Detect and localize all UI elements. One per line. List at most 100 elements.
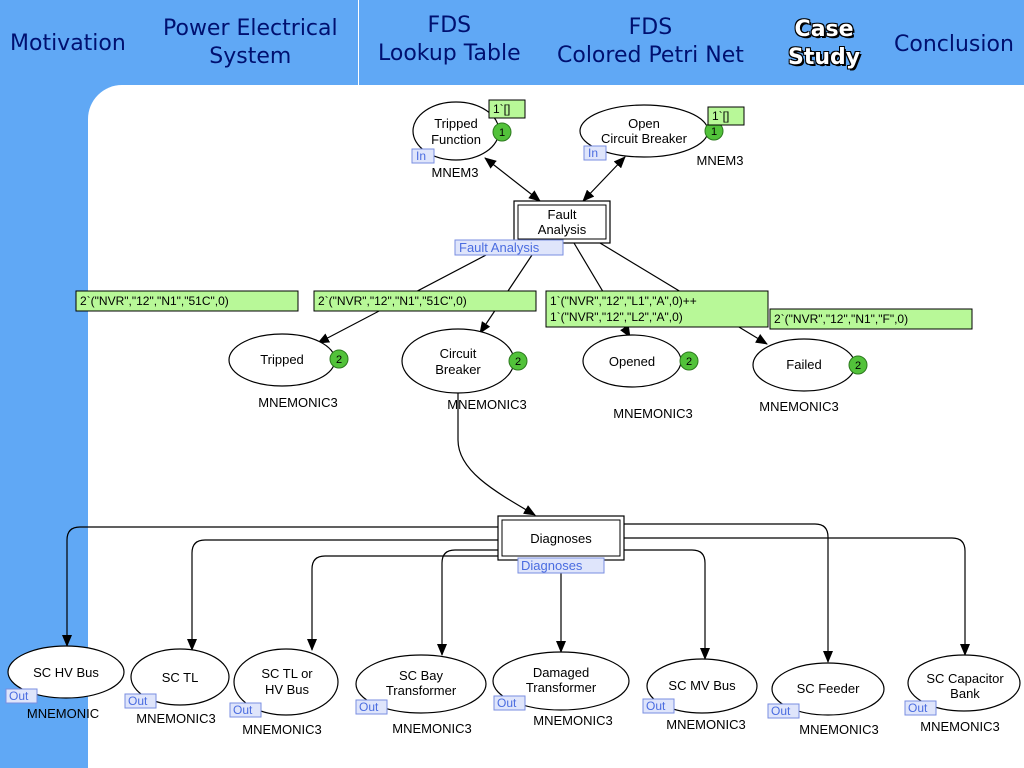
place-sc-feeder[interactable]: SC Feeder Out MNEMONIC3 [767,662,885,737]
transition-label: Fault [548,207,577,222]
nav-item-case-study[interactable]: Case Study [788,16,860,72]
token-box-circuit-breaker: 2`("NVR","12","N1","51C",0) [313,290,537,312]
port-label: In [416,149,426,163]
token-box: 1`[] [488,99,526,119]
nav-item-motivation[interactable]: Motivation [10,30,126,58]
transition-diagnoses[interactable]: Diagnoses Diagnoses [497,515,625,574]
place-label: Circuit [440,346,477,361]
marking-count: 2 [686,356,692,368]
nav-item-power-electrical-system[interactable]: Power Electrical System [163,15,338,71]
marking-count: 2 [515,356,521,368]
port-label: Out [771,704,791,718]
place-label: Tripped [434,116,478,131]
arc-tripped-function-fault-analysis [484,157,541,202]
mnemonic-label: MNEMONIC3 [392,721,471,736]
token-text: 2`("NVR","12","N1","F",0) [774,312,908,326]
place-sc-mv-bus[interactable]: SC MV Bus Out MNEMONIC3 [642,658,758,732]
port-tag-out: Out [642,698,675,714]
place-label: SC Bay [399,668,444,683]
transition-fault-analysis[interactable]: Fault Analysis Fault Analysis [454,200,611,256]
arc-diagnoses-sc-bay [437,549,510,656]
nav-item-fds-colored-petri-net[interactable]: FDS Colored Petri Net [557,14,744,70]
mnemonic-label: MNEMONIC3 [258,395,337,410]
port-label: Out [359,700,379,714]
place-label: Transformer [386,683,457,698]
transition-label: Analysis [538,222,587,237]
place-sc-capacitor-bank[interactable]: SC Capacitor Bank Out MNEMONIC3 [904,654,1021,734]
port-label: Out [128,694,148,708]
place-sc-tl[interactable]: SC TL Out MNEMONIC3 [124,648,230,726]
place-open-circuit-breaker[interactable]: Open Circuit Breaker In MNEM3 1 1`[] [579,104,745,168]
place-damaged-transformer[interactable]: Damaged Transformer Out MNEMONIC3 [492,651,630,728]
port-tag-in: In [411,148,435,164]
place-label: Tripped [260,352,304,367]
place-sc-tl-or-hv-bus[interactable]: SC TL or HV Bus Out MNEMONIC3 [229,648,339,737]
token-marking: 1 [492,122,512,142]
place-sc-bay-transformer[interactable]: SC Bay Transformer Out MNEMONIC3 [355,654,487,736]
mnemonic-label: MNEMONIC3 [759,399,838,414]
arc-diagnoses-sc-hv-bus [62,526,498,647]
place-label: SC TL or [261,666,313,681]
place-label: SC Capacitor [926,671,1004,686]
top-navigation: Motivation Power Electrical System FDS L… [0,0,1024,85]
token-box-failed: 2`("NVR","12","N1","F",0) [769,308,973,330]
place-tripped[interactable]: Tripped 2 MNEMONIC3 [228,333,349,410]
token-box-opened: 1`("NVR","12","L1","A",0)++ 1`("NVR","12… [545,290,769,328]
port-tag-out: Out [124,693,157,709]
marking-count: 2 [336,354,342,366]
token-marking: 2 [329,349,349,369]
token-text: 2`("NVR","12","N1","51C",0) [318,294,467,308]
marking-count: 1 [711,126,717,138]
nav-label: Lookup Table [378,41,521,66]
token-text: 1`[] [712,109,729,123]
port-label: Out [646,699,666,713]
place-opened[interactable]: Opened 2 MNEMONIC3 [582,334,699,421]
mnemonic-label: MNEMONIC3 [136,711,215,726]
token-marking: 2 [508,351,528,371]
token-box-tripped: 2`("NVR","12","N1","51C",0) [75,290,299,312]
mnemonic-label: MNEMONIC3 [799,722,878,737]
mnemonic-label: MNEMONIC3 [447,397,526,412]
token-marking: 2 [679,351,699,371]
port-label: Out [908,701,928,715]
arc-diagnoses-sc-tl-hv [307,555,498,651]
place-label: Failed [786,357,821,372]
subpage-tag[interactable]: Diagnoses [517,557,605,574]
mnemonic-label: MNEMONIC [27,706,99,721]
nav-label: FDS [427,13,472,38]
place-circuit-breaker[interactable]: Circuit Breaker 2 MNEMONIC3 [401,328,528,412]
port-tag-out: Out [229,702,262,718]
mnemonic-label: MNEMONIC3 [533,713,612,728]
mnemonic-label: MNEMONIC3 [242,722,321,737]
port-label: Out [497,696,517,710]
token-text: 1`("NVR","12","L2","A",0) [550,310,683,324]
place-failed[interactable]: Failed 2 MNEMONIC3 [752,338,868,414]
place-label: Damaged [533,665,589,680]
place-label: Bank [950,686,980,701]
port-label: Out [233,703,253,717]
mnemonic-label: MNEM3 [697,153,744,168]
nav-label: Motivation [10,31,126,56]
token-marking: 2 [848,355,868,375]
place-tripped-function[interactable]: Tripped Function In MNEM3 1 1`[] [411,99,526,180]
arc-circuit-breaker-diagnoses [457,393,536,516]
place-label: SC TL [162,670,199,685]
subpage-tag[interactable]: Fault Analysis [454,239,564,256]
arc-diagnoses-sc-mv-bus [624,549,710,660]
port-label: Out [9,689,29,703]
nav-item-conclusion[interactable]: Conclusion [894,31,1014,59]
place-label: Circuit Breaker [601,131,688,146]
place-sc-hv-bus[interactable]: SC HV Bus Out MNEMONIC [5,645,125,721]
arc-diagnoses-sc-feeder [624,523,833,663]
token-box: 1`[] [707,106,745,126]
arc-fault-analysis-circuit-breaker [479,242,541,334]
nav-label: Colored Petri Net [557,43,744,68]
place-label: Function [431,132,481,147]
port-label: In [588,146,598,160]
place-label: Breaker [435,362,481,377]
nav-label: Conclusion [894,32,1014,57]
nav-item-fds-lookup-table[interactable]: FDS Lookup Table [378,12,521,68]
port-tag-in: In [583,145,607,161]
place-label: SC MV Bus [668,678,736,693]
place-label: SC Feeder [797,681,861,696]
